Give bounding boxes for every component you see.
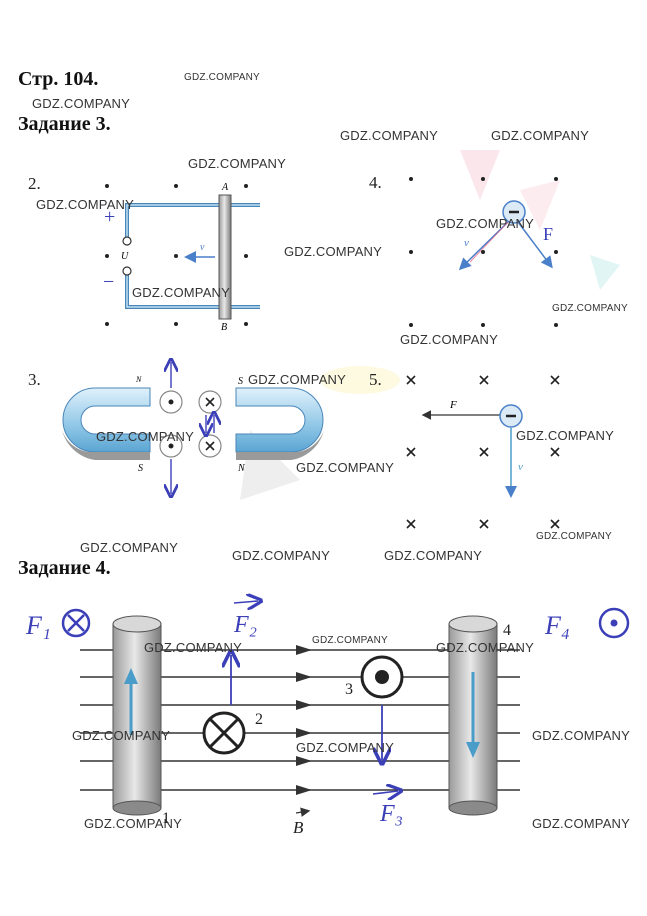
- watermark: GDZ.COMPANY: [400, 332, 499, 347]
- watermark: GDZ.COMPANY: [340, 128, 439, 143]
- conductor-2: [202, 655, 246, 755]
- label-F3: F₃: [379, 801, 403, 827]
- label-n1: 1: [162, 810, 170, 827]
- watermark: GDZ.COMPANY: [84, 816, 183, 831]
- fig2-number: 2.: [28, 174, 41, 193]
- fig2-label-B: B: [221, 322, 227, 333]
- watermark: GDZ.COMPANY: [436, 216, 535, 231]
- label-F2: F₂: [233, 612, 257, 638]
- fig5-number: 5.: [369, 370, 382, 389]
- watermark: GDZ.COMPANY: [516, 428, 615, 443]
- f4-symbol-icon: [598, 607, 630, 639]
- watermark: GDZ.COMPANY: [144, 640, 243, 655]
- watermark: GDZ.COMPANY: [96, 429, 195, 444]
- conductor-3: [360, 655, 404, 760]
- label-n4: 4: [503, 622, 511, 639]
- label-n2: 2: [255, 711, 263, 728]
- watermark: GDZ.COMPANY: [536, 531, 612, 542]
- fig5-label-F: F: [449, 399, 457, 411]
- watermark: GDZ.COMPANY: [312, 635, 388, 646]
- watermark: GDZ.COMPANY: [296, 740, 395, 755]
- watermark: GDZ.COMPANY: [80, 540, 179, 555]
- watermark: GDZ.COMPANY: [184, 72, 260, 83]
- fig2-plus: +: [104, 206, 115, 228]
- label-B: B: [293, 818, 304, 837]
- fig4-label-v: v: [464, 237, 469, 249]
- watermark: GDZ.COMPANY: [552, 303, 628, 314]
- watermark: GDZ.COMPANY: [32, 96, 131, 111]
- watermark: GDZ.COMPANY: [436, 640, 535, 655]
- fig5-field: [406, 375, 560, 529]
- label-F1: F₁: [25, 611, 51, 640]
- conductor-4: [448, 615, 498, 816]
- watermark: GDZ.COMPANY: [284, 244, 383, 259]
- watermark: GDZ.COMPANY: [491, 128, 590, 143]
- watermark: GDZ.COMPANY: [296, 460, 395, 475]
- task3-heading: Задание 3.: [18, 113, 111, 135]
- watermark: GDZ.COMPANY: [232, 548, 331, 563]
- watermark: GDZ.COMPANY: [532, 816, 631, 831]
- fig3-right-S: S: [238, 376, 243, 387]
- fig2-label-A: A: [221, 182, 229, 193]
- task4-heading: Задание 4.: [18, 557, 111, 579]
- fig2-minus: −: [103, 271, 114, 293]
- fig2-label-U: U: [121, 251, 129, 262]
- watermark: GDZ.COMPANY: [248, 372, 347, 387]
- fig3-left-N: N: [135, 375, 142, 384]
- fig4-number: 4.: [369, 173, 382, 192]
- fig2-label-v: v: [200, 242, 205, 253]
- fig3-magnets: [62, 362, 324, 494]
- watermark: GDZ.COMPANY: [72, 728, 171, 743]
- fig4-field: [409, 177, 558, 327]
- watermark: GDZ.COMPANY: [532, 728, 631, 743]
- page-label: Стр. 104.: [18, 68, 99, 90]
- f1-symbol-icon: [61, 608, 91, 638]
- watermark: GDZ.COMPANY: [188, 156, 287, 171]
- field-arrows: [296, 645, 312, 795]
- fig3-number: 3.: [28, 370, 41, 389]
- fig3-right-N: N: [237, 463, 246, 474]
- fig2-rails: [105, 184, 260, 326]
- watermark: GDZ.COMPANY: [36, 197, 135, 212]
- fig4-label-F: F: [543, 224, 553, 244]
- label-F4: F₄: [544, 611, 570, 640]
- fig5-label-v: v: [518, 461, 523, 473]
- watermark: GDZ.COMPANY: [132, 285, 231, 300]
- label-n3: 3: [345, 681, 353, 698]
- watermark: GDZ.COMPANY: [384, 548, 483, 563]
- fig5-particle: [421, 404, 523, 498]
- conductor-1: [112, 615, 162, 816]
- fig3-left-S: S: [138, 463, 143, 474]
